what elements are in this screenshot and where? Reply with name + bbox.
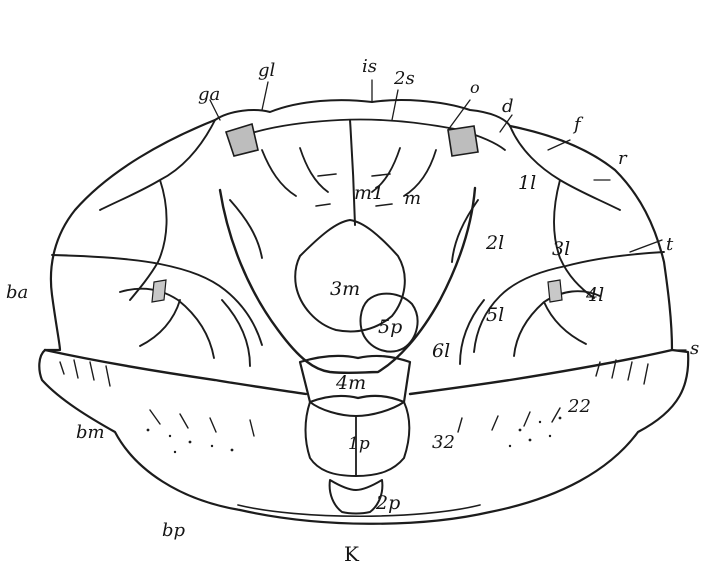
label-3l: 3l xyxy=(552,240,570,259)
label-22: 22 xyxy=(568,398,591,416)
carapace-outline xyxy=(39,120,688,524)
label-bm: bm xyxy=(76,424,105,442)
label-2s: 2s xyxy=(394,70,415,88)
left-branchial-shade xyxy=(152,280,166,302)
label-d: d xyxy=(502,98,514,116)
leader-lines xyxy=(210,80,686,350)
label-4l: 4l xyxy=(586,286,604,305)
label-t: t xyxy=(666,236,673,254)
label-5p: 5p xyxy=(378,318,402,337)
label-K: K xyxy=(344,544,359,564)
intestinal-region xyxy=(330,480,383,514)
label-m: m xyxy=(404,190,421,208)
front-margin xyxy=(215,100,510,126)
label-6l: 6l xyxy=(432,342,450,361)
label-1l: 1l xyxy=(518,174,536,193)
label-m1: m1 xyxy=(354,184,384,203)
left-protogastric xyxy=(262,148,328,196)
label-4m: 4m xyxy=(336,374,366,393)
right-branchial-shade xyxy=(548,280,562,302)
label-gl: gl xyxy=(258,62,275,80)
right-orbit xyxy=(448,126,478,156)
right-epibranchial xyxy=(510,126,620,298)
label-s: s xyxy=(690,340,699,358)
label-bp: bp xyxy=(162,522,185,540)
label-2p: 2p xyxy=(376,494,400,513)
left-orbit xyxy=(226,124,258,156)
label-32: 32 xyxy=(432,434,455,452)
label-ba: ba xyxy=(6,284,28,302)
label-f: f xyxy=(574,116,581,134)
label-ga: ga xyxy=(198,86,220,104)
label-r: r xyxy=(618,150,627,168)
label-1p: 1p xyxy=(348,436,370,453)
label-2l: 2l xyxy=(486,234,504,253)
label-o: o xyxy=(470,80,480,96)
posterior-arc xyxy=(238,505,480,516)
central-ridge xyxy=(350,120,355,225)
label-is: is xyxy=(362,58,377,76)
right-branchial-a xyxy=(474,252,664,352)
mesogastric-region xyxy=(295,220,405,331)
label-5l: 5l xyxy=(486,306,504,325)
label-3m: 3m xyxy=(330,280,360,299)
left-branchial-b xyxy=(120,289,214,358)
